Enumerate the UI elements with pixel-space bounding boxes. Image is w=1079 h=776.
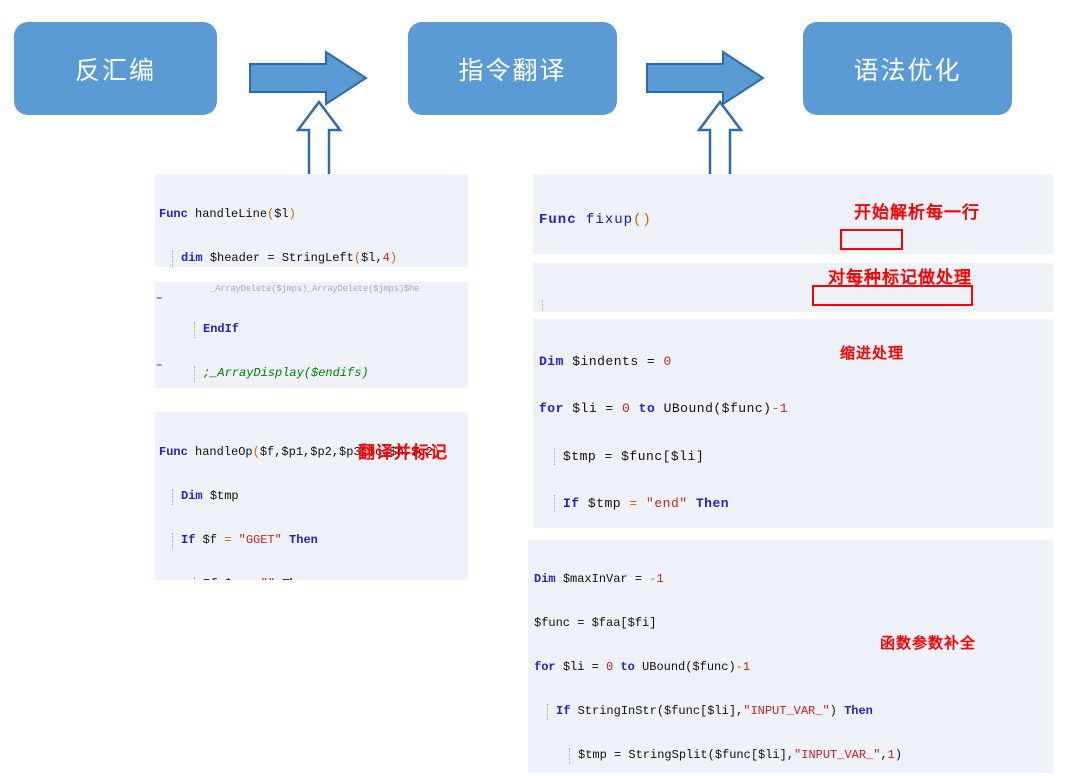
flow-box-optimize: 语法优化 [803,22,1012,115]
handleLine-code-panel: Func handleLine($l) dim $header = String… [155,174,468,267]
code-line: If $f = "GGET" Then [172,532,468,549]
annotation-function-param-completion: 函数参数补全 [880,634,977,652]
code-line: EndIf [193,322,468,338]
code-line: $tmp = StringSplit($func[$li],"INPUT_VAR… [569,747,1053,764]
inputvar-code-panel: Dim $maxInVar = -1 $func = $faa[$fi] for… [528,540,1053,773]
code-line: If $tmp = "end" Then [554,494,1053,513]
flow-box-translate: 指令翻译 [408,22,617,115]
flow-box-label-translate: 指令翻译 [458,55,567,85]
code-line: Func handleLine($l) [159,207,296,221]
annotation-handle-each-mark: 对每种标记做处理 [828,268,972,288]
code-line: Dim $indents = 0 [539,354,672,369]
code-line [542,300,1053,312]
stringright-code-panel: If StringRight($line,15) = "FORTEST-FORT… [533,263,1053,312]
code-line: Func handleOp($f,$p1,$p2,$p3,$c,$h,$c2) [159,445,440,459]
code-line: dim $header = StringLeft($l,4) [172,250,468,267]
code-line: ;_ArrayDisplay($endifs) [193,365,468,382]
code-line: $func = $faa[$fi] [534,615,657,630]
clipped-code-text: _ArrayDelete($jmps)_ArrayDelete($jmps)$h… [210,284,420,294]
fold-collapse-icon[interactable]: – [156,293,163,305]
right-arrow-icon-1 [249,50,368,106]
code-line: Dim $maxInVar = -1 [534,572,664,586]
code-line: Func fixup() [539,212,652,228]
code-line: for $li = 0 to UBound($func)-1 [534,659,751,674]
code-line: for $li = 0 to UBound($func)-1 [539,401,789,417]
code-line: $tmp = $func[$li] [554,447,1053,466]
highlight-box-faa [840,229,903,250]
fold-collapse-icon[interactable]: – [156,360,163,372]
right-arrow-icon-2 [646,50,765,106]
handleLine-tail-code-panel: _ArrayDelete($jmps)_ArrayDelete($jmps)$h… [155,282,468,388]
indent-code-panel: Dim $indents = 0 for $li = 0 to UBound($… [533,319,1053,528]
flow-box-label-disassemble: 反汇编 [74,55,156,85]
code-line: If StringInStr($func[$li],"INPUT_VAR_") … [547,703,1053,720]
annotation-indent-processing: 缩进处理 [840,344,905,362]
handleOp-code-panel: Func handleOp($f,$p1,$p2,$p3,$c,$h,$c2) … [155,412,468,580]
annotation-start-parse-each-line: 开始解析每一行 [854,203,980,223]
fixup-code-panel: Func fixup() _ArrayDelete($faa,0) for $f… [533,174,1053,254]
highlight-box-fortest [812,285,973,306]
annotation-translate-and-mark: 翻译并标记 [358,443,448,463]
flow-box-label-optimize: 语法优化 [853,55,962,85]
code-line: Dim $tmp [172,488,468,505]
flow-box-disassemble: 反汇编 [14,22,217,115]
code-line: If $c = "" Then [194,576,468,580]
